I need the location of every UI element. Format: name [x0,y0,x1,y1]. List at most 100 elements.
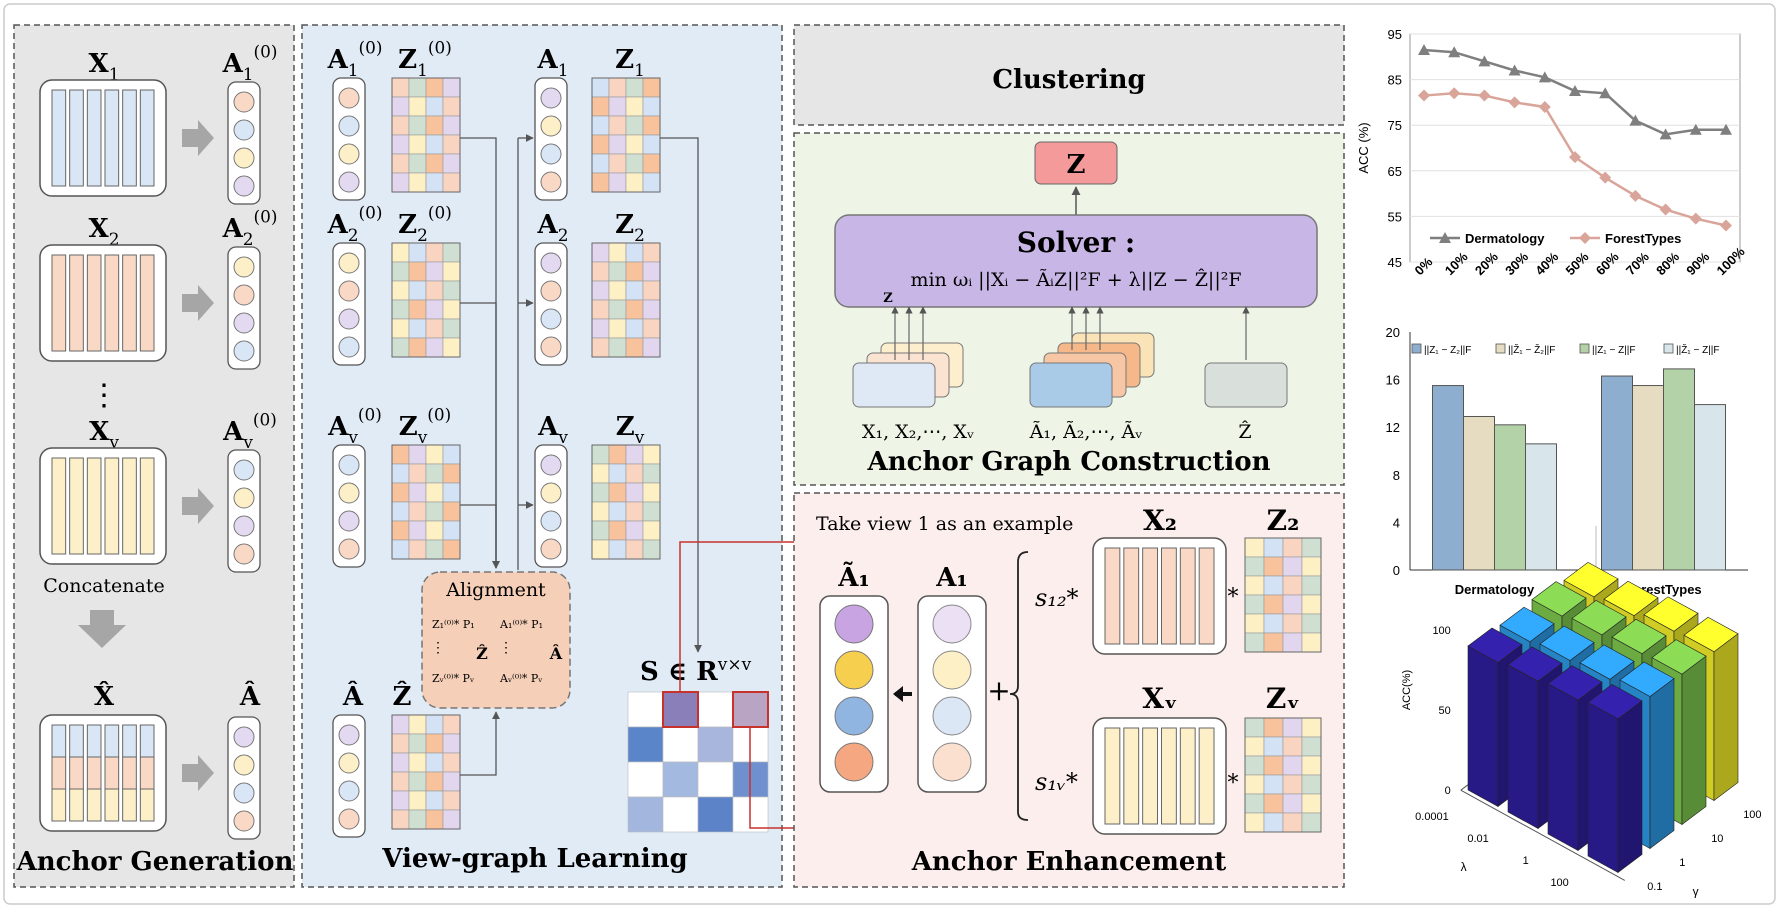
bar3d-ztick: 50 [1439,705,1451,717]
z-label: Zv [616,412,645,447]
bar3d-xlabel: λ [1461,860,1467,874]
bar3d-top [1611,618,1667,655]
a0-vector-1 [227,81,261,205]
line-ytick: 55 [1388,209,1402,224]
x-stack [852,342,964,408]
anchor-generation-title: Anchor Generation [16,847,294,877]
line-point [1659,128,1672,140]
z-output-box [1034,141,1118,185]
line-point [1418,43,1430,55]
bar3d-top [1563,562,1619,598]
x2-label: X₂ [1143,504,1177,537]
right-arrow-icon [182,755,214,791]
alignment-dots: ⋮ [431,640,445,656]
line-point [1599,171,1612,184]
bar3d-gamma-tick: 0.1 [1647,881,1662,893]
line-point [1448,87,1461,100]
bar3d-top [1643,596,1699,632]
x-matrix-3 [39,447,167,565]
a0-label: Av(0) [327,405,382,447]
bar [1601,375,1633,571]
alignment-left-top: Z₁⁽⁰⁾* P₁ [432,618,475,631]
line-point [1599,87,1612,99]
bar3d-top [1539,625,1595,661]
ahat-label: Â [342,680,364,712]
bar3d-lambda-tick: 1 [1523,855,1529,867]
z-matrix [591,77,661,193]
s1v-label: s₁ᵥ* [1035,768,1078,796]
s12-label: s₁₂* [1035,584,1079,612]
zhat-label: Ẑ [393,680,412,712]
atilde-label: Ã₁ [837,561,870,593]
alignment-right-top: A₁⁽⁰⁾* P₁ [499,618,543,631]
bar [1463,415,1495,571]
z-label: Z2 [615,210,645,245]
bar3d-top [1531,581,1587,617]
zhat-label: Ẑ [1238,420,1251,443]
ahat-vector [332,714,366,838]
line-point [1629,189,1642,202]
bar3d-top [1507,646,1563,682]
bar-legend-swatch [1411,343,1422,354]
line-point [1508,64,1521,76]
bar3d-lambda-tick: 100 [1550,877,1568,889]
legend-marker [1579,232,1591,244]
solver-under: Z [883,291,893,306]
legend-label: ForestTypes [1605,231,1681,246]
xv-matrix [1092,717,1227,835]
line-point [1448,46,1461,58]
bar3d-side [1681,655,1707,826]
right-arrow-icon [182,285,214,321]
z0-label: Z1(0) [398,38,452,80]
x-stack-label: X₁, X₂,⋯, Xᵥ [862,421,974,443]
zhat-matrix [391,714,461,830]
bar3d-lambda-tick: 0.01 [1467,833,1488,845]
line-point [1689,123,1702,135]
line-ytick: 45 [1388,255,1402,270]
legend-marker [1439,232,1451,243]
anchor-graph-construction-title: Anchor Graph Construction [867,447,1271,477]
anchor-enhancement-title: Anchor Enhancement [911,847,1227,877]
bar [1494,424,1526,571]
line-point [1478,89,1491,102]
bar3d-gamma-tick: 10 [1711,833,1723,845]
bar [1694,404,1726,571]
z0-matrix [391,444,461,560]
a-vector [534,77,568,201]
z2-label: Z₂ [1267,504,1300,537]
z0-matrix [391,77,461,193]
x-matrix-1 [39,79,167,197]
bar3d-top [1651,639,1707,675]
bar3d-top [1619,661,1675,697]
line-ytick: 85 [1388,73,1402,88]
bar3d-zlabel: ACC(%) [1401,670,1413,710]
alignment-left-bottom: Zᵥ⁽⁰⁾* Pᵥ [432,672,474,685]
bar3d-ylabel: γ [1693,885,1699,899]
bar-legend-label: ||Z₁ − Z||F [1592,345,1636,356]
z0-label: Z2(0) [398,203,452,245]
clustering-panel: Clustering [793,24,1345,126]
line-point [1508,96,1521,109]
bar3d-ztick: 100 [1432,625,1450,637]
atilde-vector [819,595,889,793]
bar3d-side [1617,700,1643,874]
alignment-dots: ⋮ [499,640,513,656]
a0-label-3: Av(0) [222,410,277,452]
line-ytick: 65 [1388,164,1402,179]
to-alignment-line [460,302,500,569]
z-label: Z1 [615,45,645,80]
alignment-zhat: Ẑ [476,643,488,663]
ahat-vector [227,716,261,840]
bar-ytick: 8 [1393,468,1400,483]
z0-matrix [391,242,461,358]
zhat-box [1204,362,1288,408]
curly-brace [1009,551,1029,821]
bar [1432,385,1464,571]
a-label: A1 [537,45,569,80]
bar3d-gamma-tick: 1 [1679,857,1685,869]
x2-matrix [1092,537,1227,655]
bar [1632,385,1664,571]
